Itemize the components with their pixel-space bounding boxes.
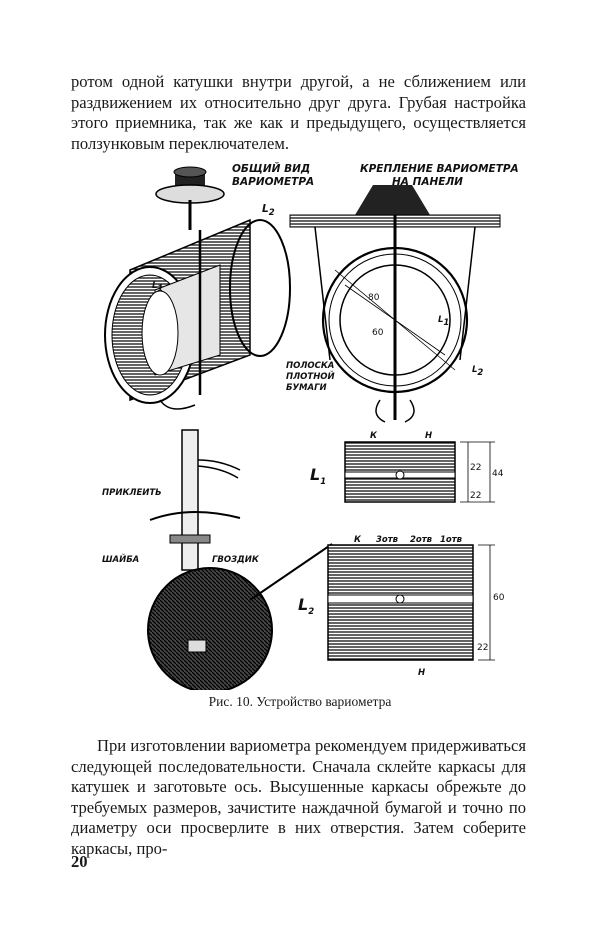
label-h-l2: Н [418, 668, 425, 678]
dim-44: 44 [492, 469, 504, 479]
label-strip-2: ПЛОТНОЙ [286, 370, 335, 382]
label-3-holes: 3отв [376, 535, 399, 545]
figure-caption: Рис. 10. Устройство вариометра [208, 694, 392, 709]
coil-l1-drawing [344, 441, 495, 503]
dim-60-l2: 60 [493, 593, 505, 603]
label-l2-mount: L2 [472, 365, 483, 378]
label-strip-1: ПОЛОСКА [286, 361, 334, 371]
label-l2-coil: L2 [298, 595, 314, 617]
general-view-drawing [104, 166, 291, 410]
label-l2-top-left: L2 [262, 203, 275, 218]
body-paragraph-bottom: При изготовлении вариометра рекомендуем … [71, 736, 526, 858]
label-k-l2: К [354, 535, 362, 545]
label-general-view-1: ОБЩИЙ ВИД [232, 162, 310, 175]
dim-22-l2: 22 [477, 643, 488, 653]
dim-22-l1-bottom: 22 [470, 491, 481, 501]
dim-80: 80 [368, 293, 380, 303]
panel-mount-drawing [289, 185, 501, 423]
label-glue: ПРИКЛЕИТЬ [102, 488, 162, 498]
label-strip-3: БУМАГИ [286, 383, 327, 393]
dim-22-l1-top: 22 [470, 463, 481, 473]
label-k-l1: К [370, 431, 378, 441]
label-washer: ШАЙБА [102, 553, 139, 565]
page-number: 20 [71, 852, 88, 871]
label-h-l1: Н [425, 431, 432, 441]
label-nail: ГВОЗДИК [212, 555, 260, 565]
coil-l2-drawing [327, 544, 495, 661]
variometer-figure: ОБЩИЙ ВИД ВАРИОМЕТРА L2 L1 КРЕПЛЕНИЕ ВАР… [100, 160, 530, 690]
axis-detail-drawing [147, 429, 333, 690]
body-paragraph-top: ротом одной катушки внутри другой, а не … [71, 72, 526, 153]
label-panel-mount-1: КРЕПЛЕНИЕ ВАРИОМЕТРА [360, 163, 519, 175]
label-general-view-2: ВАРИОМЕТРА [232, 176, 314, 188]
label-l1-mount: L1 [438, 315, 449, 328]
label-panel-mount-2: НА ПАНЕЛИ [392, 176, 463, 188]
label-1-hole: 1отв [440, 535, 463, 545]
label-l1-top-left: L1 [152, 281, 163, 294]
label-l1-coil: L1 [310, 465, 326, 487]
label-2-holes: 2отв [410, 535, 433, 545]
dim-60: 60 [372, 328, 384, 338]
